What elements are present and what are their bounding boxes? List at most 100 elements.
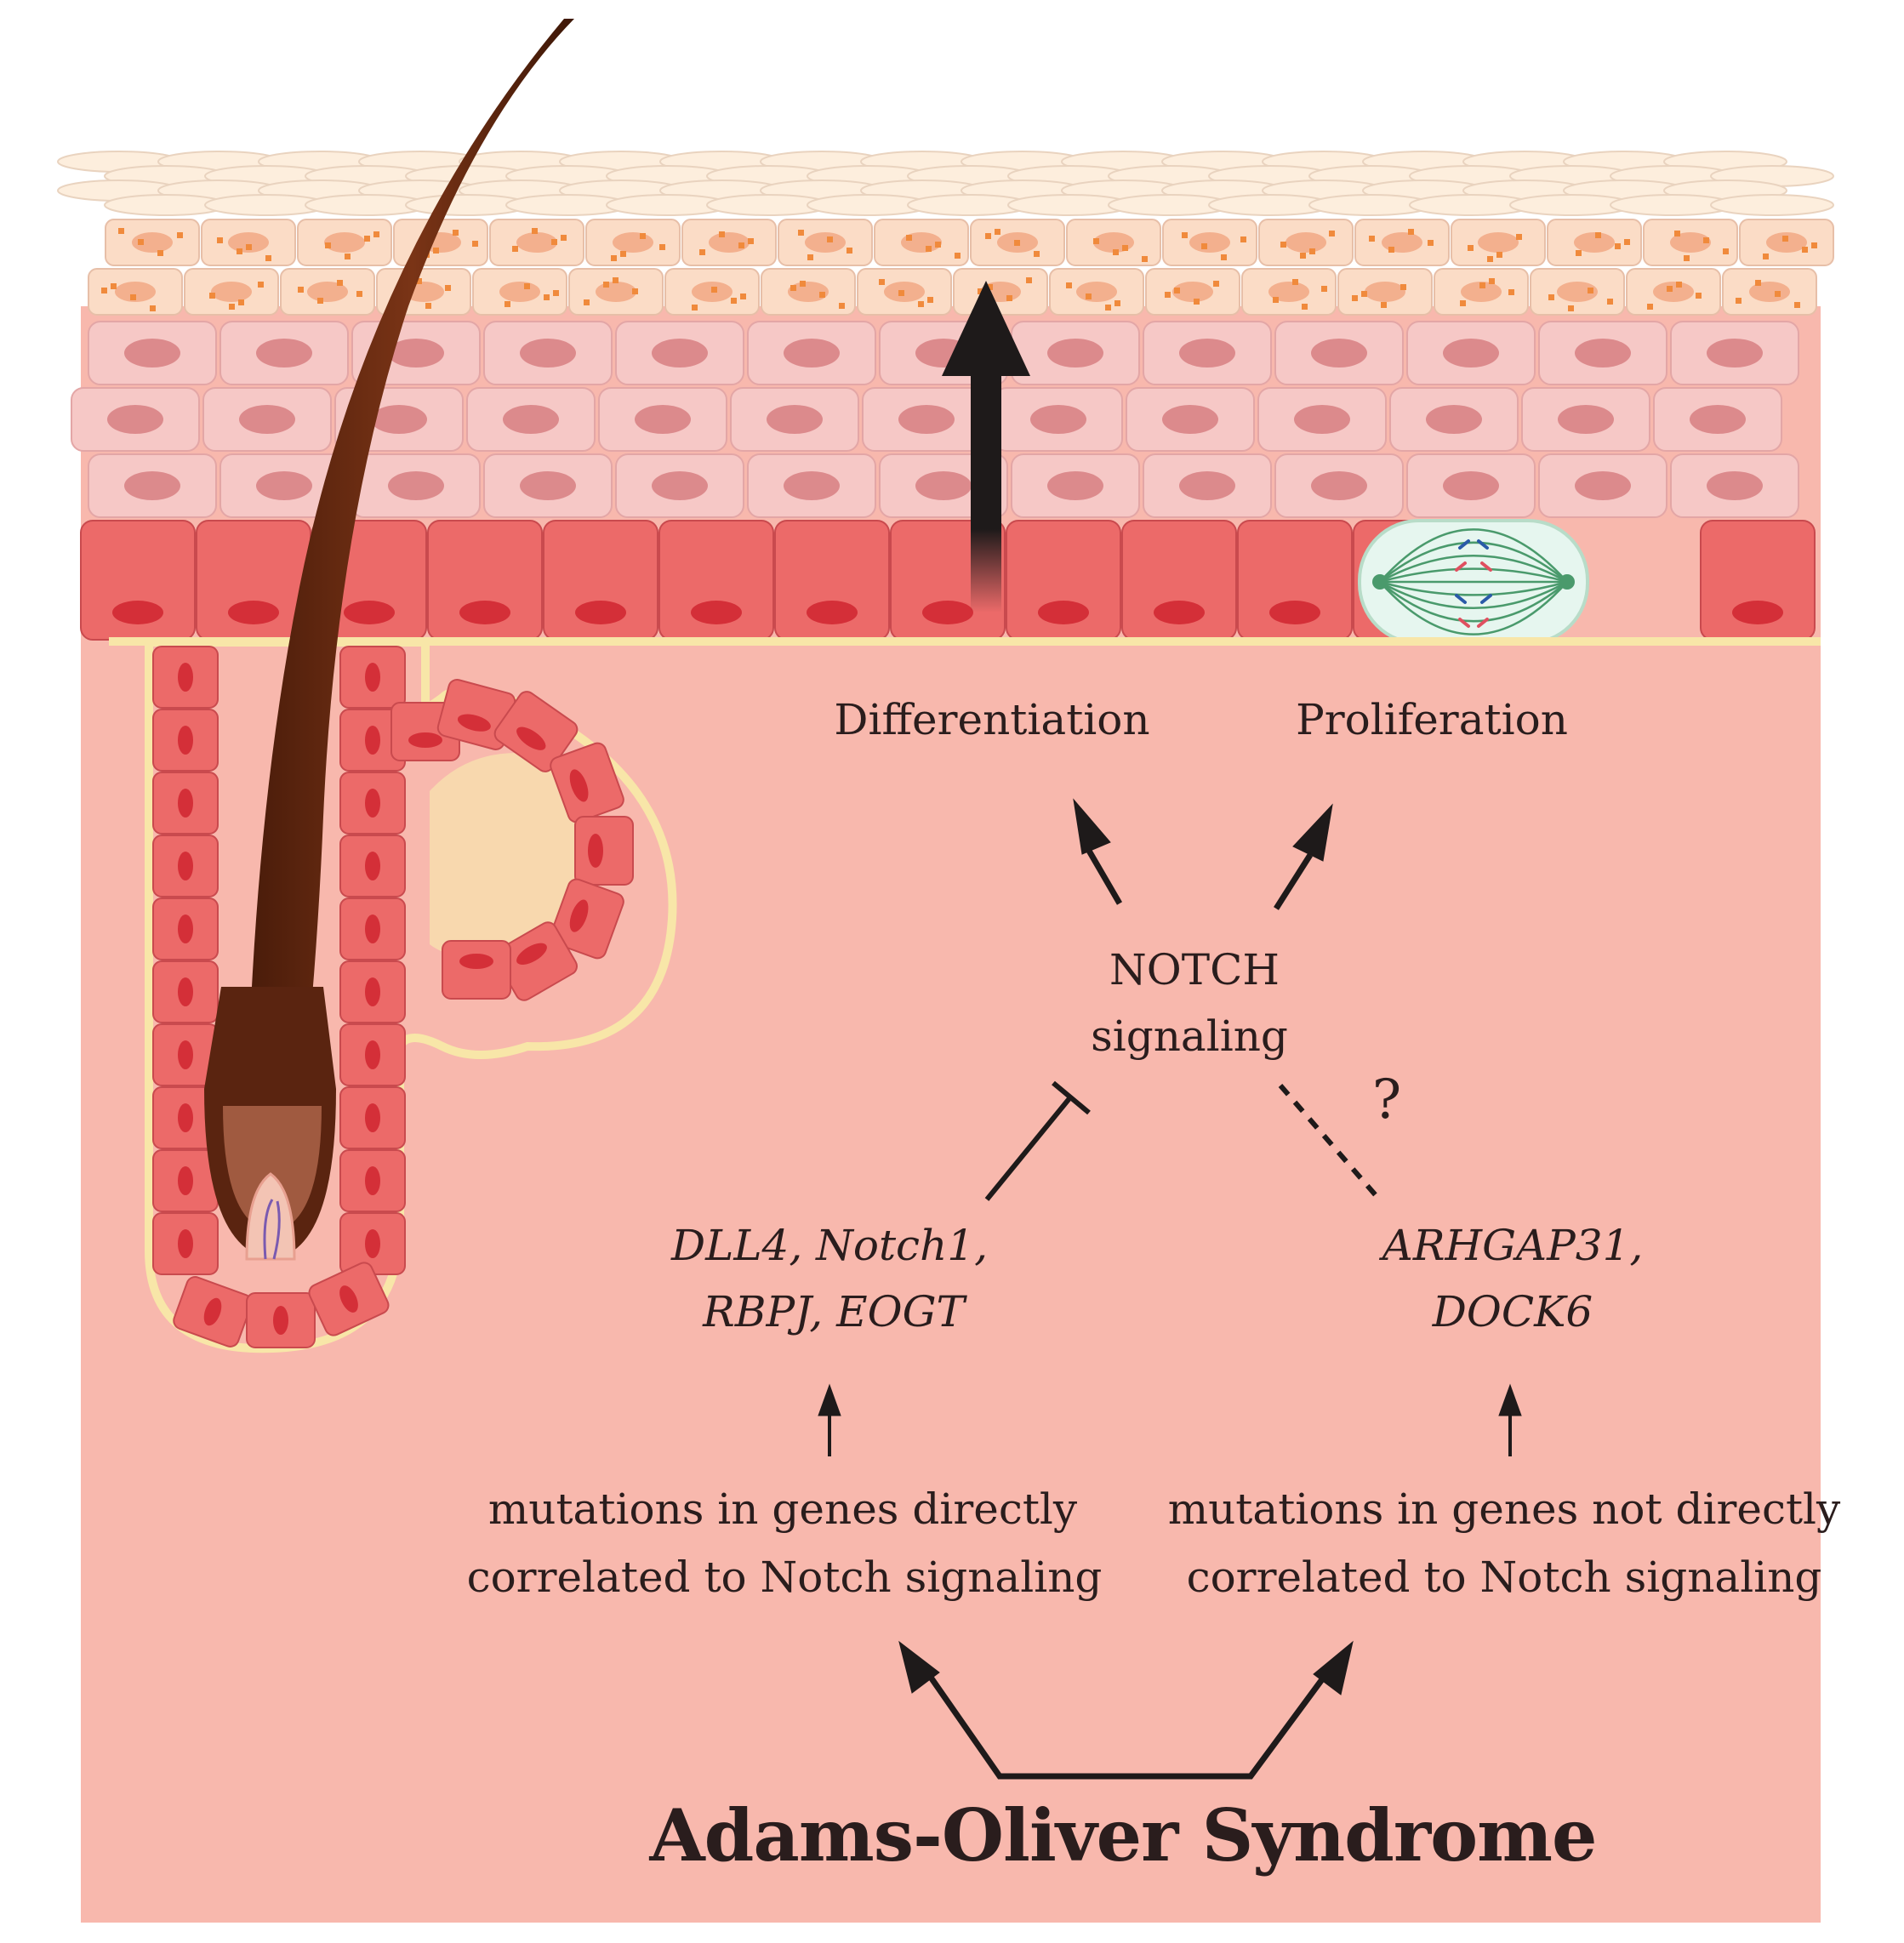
spinous-nucleus: [652, 471, 708, 500]
keratohyalin-granule: [1309, 248, 1315, 254]
granular-nucleus: [1189, 232, 1230, 253]
keratohyalin-granule: [1302, 304, 1308, 310]
keratohyalin-granule: [157, 250, 163, 256]
spinous-nucleus: [1707, 471, 1763, 500]
keratohyalin-granule: [1576, 250, 1582, 256]
keratohyalin-granule: [101, 288, 107, 293]
spinous-nucleus: [388, 339, 444, 368]
basal-nucleus: [228, 601, 279, 624]
keratohyalin-granule: [738, 242, 744, 248]
keratohyalin-granule: [1496, 252, 1502, 258]
granular-nucleus: [613, 232, 653, 253]
granular-nucleus: [788, 282, 829, 302]
keratohyalin-granule: [995, 229, 1000, 235]
spinous-nucleus: [1575, 339, 1631, 368]
follicle-cell: [152, 897, 219, 960]
granular-nucleus: [1382, 232, 1422, 253]
spindle-fiber: [1379, 580, 1568, 596]
keratohyalin-granule: [1479, 282, 1485, 288]
gland-nucleus: [516, 943, 547, 966]
keratohyalin-granule: [553, 290, 559, 296]
keratohyalin-granule: [819, 292, 825, 298]
keratohyalin-granule: [1113, 249, 1119, 255]
spinous-nucleus: [1690, 405, 1746, 434]
follicle-nucleus: [178, 915, 193, 943]
keratohyalin-granule: [955, 253, 961, 259]
keratohyalin-granule: [1696, 293, 1702, 299]
spindle-fiber: [1379, 580, 1568, 610]
keratohyalin-granule: [611, 255, 617, 261]
label-proliferation: Proliferation: [1296, 695, 1568, 744]
label-direct-mutations-line1: mutations in genes directly: [487, 1484, 1078, 1534]
spinous-nucleus: [1443, 339, 1499, 368]
bracket-arrows: [923, 1668, 1330, 1780]
keratohyalin-granule: [898, 290, 904, 296]
follicle-cell: [152, 709, 219, 772]
keratohyalin-granule: [632, 288, 638, 294]
gland-cell-body: [442, 940, 511, 1000]
keratohyalin-granule: [561, 235, 567, 241]
arrow-to-differentiation: [1073, 798, 1123, 905]
spinous-nucleus: [1162, 405, 1218, 434]
gland-nucleus: [459, 954, 493, 969]
diagram-title: Adams-Oliver Syndrome: [649, 1793, 1598, 1877]
keratohyalin-granule: [719, 231, 725, 237]
follicle-nucleus: [178, 663, 193, 692]
granular-nucleus: [1285, 232, 1326, 253]
keratohyalin-granule: [1782, 236, 1788, 242]
keratohyalin-granule: [613, 277, 619, 283]
follicle-nucleus: [365, 1040, 380, 1069]
keratohyalin-granule: [1487, 256, 1493, 262]
basal-nucleus: [344, 601, 395, 624]
keratohyalin-granule: [1026, 277, 1032, 283]
keratohyalin-granule: [1388, 247, 1394, 253]
keratohyalin-granule: [800, 281, 806, 287]
follicle-nucleus: [365, 726, 380, 755]
keratohyalin-granule: [1723, 248, 1729, 254]
keratohyalin-granule: [1352, 295, 1358, 301]
spinous-nucleus: [898, 405, 955, 434]
follicle-cell: [173, 1276, 253, 1348]
granular-nucleus: [1461, 282, 1502, 302]
keratohyalin-granule: [265, 255, 271, 261]
label-indirect-mutations-line1: mutations in genes not directly: [1167, 1484, 1841, 1534]
stratum-granulosum: [88, 219, 1834, 316]
spinous-nucleus: [520, 339, 576, 368]
keratohyalin-granule: [111, 283, 117, 289]
keratohyalin-granule: [317, 298, 323, 304]
follicle-cell: [339, 646, 406, 709]
keratohyalin-granule: [177, 232, 183, 238]
keratohyalin-granule: [1400, 284, 1406, 290]
granular-nucleus: [132, 232, 173, 253]
keratohyalin-granule: [364, 236, 370, 242]
follicle-nucleus: [203, 1297, 222, 1326]
keratohyalin-granule: [229, 304, 235, 310]
label-direct-genes-line1: DLL4, Notch1,: [671, 1221, 988, 1270]
label-differentiation: Differentiation: [834, 695, 1150, 744]
spinous-nucleus: [1311, 339, 1367, 368]
label-direct-mutations-line2: correlated to Notch signaling: [466, 1553, 1103, 1602]
keratohyalin-granule: [1607, 299, 1613, 305]
keratohyalin-granule: [217, 237, 223, 243]
granular-nucleus: [307, 282, 348, 302]
spinous-nucleus: [635, 405, 691, 434]
label-indirect-mutations-line2: correlated to Notch signaling: [1186, 1553, 1822, 1602]
basement-membrane: [109, 637, 1821, 646]
spinous-nucleus: [107, 405, 163, 434]
follicle-cell: [152, 960, 219, 1023]
keratohyalin-granule: [1165, 292, 1171, 298]
follicle-nucleus: [178, 1103, 193, 1132]
keratohyalin-granule: [1014, 240, 1020, 246]
keratohyalin-granule: [692, 305, 698, 311]
keratohyalin-granule: [847, 248, 852, 254]
keratohyalin-granule: [1201, 243, 1207, 249]
keratohyalin-granule: [1508, 289, 1514, 295]
basal-nucleus: [1154, 601, 1205, 624]
spindle-fiber: [1379, 581, 1568, 635]
granular-nucleus: [596, 282, 636, 302]
label-indirect-genes-line2: DOCK6: [1432, 1287, 1593, 1336]
basal-nucleus: [922, 601, 973, 624]
spindle-fiber: [1379, 581, 1568, 623]
keratohyalin-granule: [1086, 293, 1092, 299]
